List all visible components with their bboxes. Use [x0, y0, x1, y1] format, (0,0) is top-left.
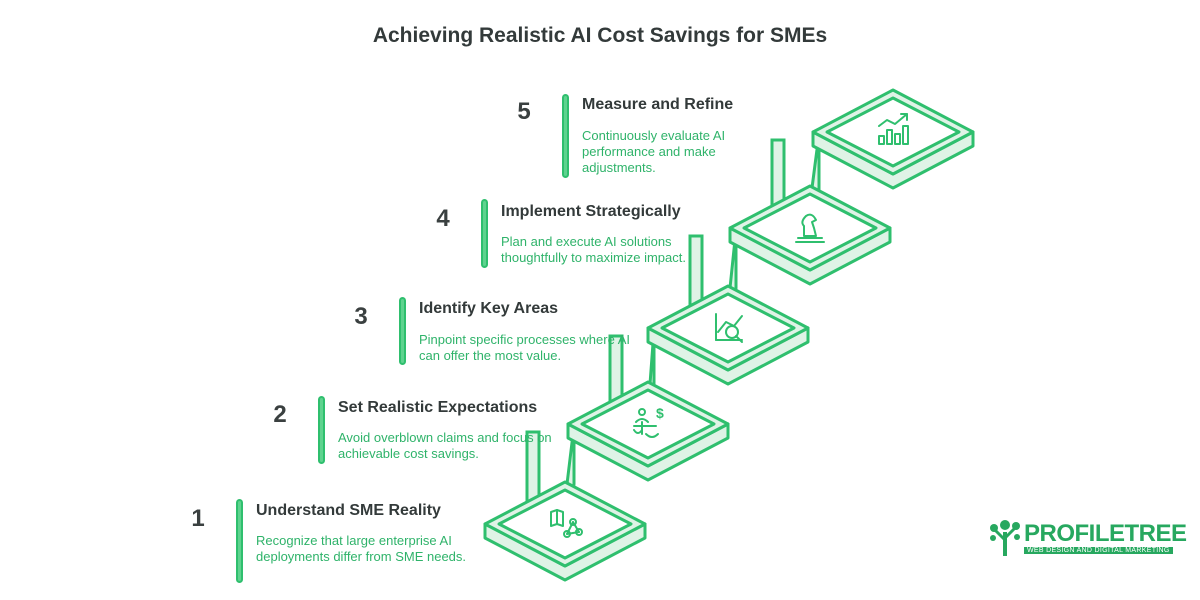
step-2-description: Avoid overblown claims and focus on achi… [338, 430, 552, 461]
step-1-title: Understand SME Reality [256, 502, 441, 519]
scale-dollar-icon: $ [633, 405, 664, 438]
logo-wordmark: PROFILETREE [1024, 520, 1187, 547]
magnify-chart-icon [715, 313, 743, 343]
step-5-accent-bar [562, 94, 569, 178]
step-2-accent-bar [318, 396, 325, 464]
network-map-icon [550, 509, 583, 538]
stair-tile-inner-1 [497, 488, 633, 560]
step-1-description: Recognize that large enterprise AI deplo… [256, 533, 467, 564]
step-3-title: Identify Key Areas [419, 300, 559, 317]
step-3-description: Pinpoint specific processes where AI can… [419, 332, 630, 363]
svg-text:$: $ [656, 405, 664, 421]
step-4-number: 4 [436, 205, 450, 232]
step-5-title: Measure and Refine [582, 96, 734, 113]
step-2-title: Set Realistic Expectations [338, 399, 538, 416]
step-4-description: Plan and execute AI solutions thoughtful… [501, 234, 686, 265]
profiletree-logo: PROFILETREE WEB DESIGN AND DIGITAL MARKE… [988, 518, 1187, 558]
logo-tagline: WEB DESIGN AND DIGITAL MARKETING [1024, 547, 1173, 554]
chess-knight-icon [795, 213, 825, 243]
tree-icon [990, 520, 1020, 556]
step-2-number: 2 [273, 401, 287, 428]
step-4-title: Implement Strategically [501, 203, 681, 220]
growth-chart-icon [878, 113, 909, 145]
step-4-accent-bar [481, 199, 488, 268]
stair-tile-inner-4 [742, 192, 878, 264]
step-3-accent-bar [399, 297, 406, 365]
step-3-number: 3 [354, 303, 368, 330]
step-1-accent-bar [236, 499, 243, 583]
stair-tile-inner-2 [580, 388, 716, 460]
step-1-number: 1 [191, 505, 205, 532]
page-title: Achieving Realistic AI Cost Savings for … [372, 24, 828, 47]
step-5-number: 5 [517, 98, 531, 125]
step-5-description: Continuously evaluate AI performance and… [582, 128, 726, 175]
